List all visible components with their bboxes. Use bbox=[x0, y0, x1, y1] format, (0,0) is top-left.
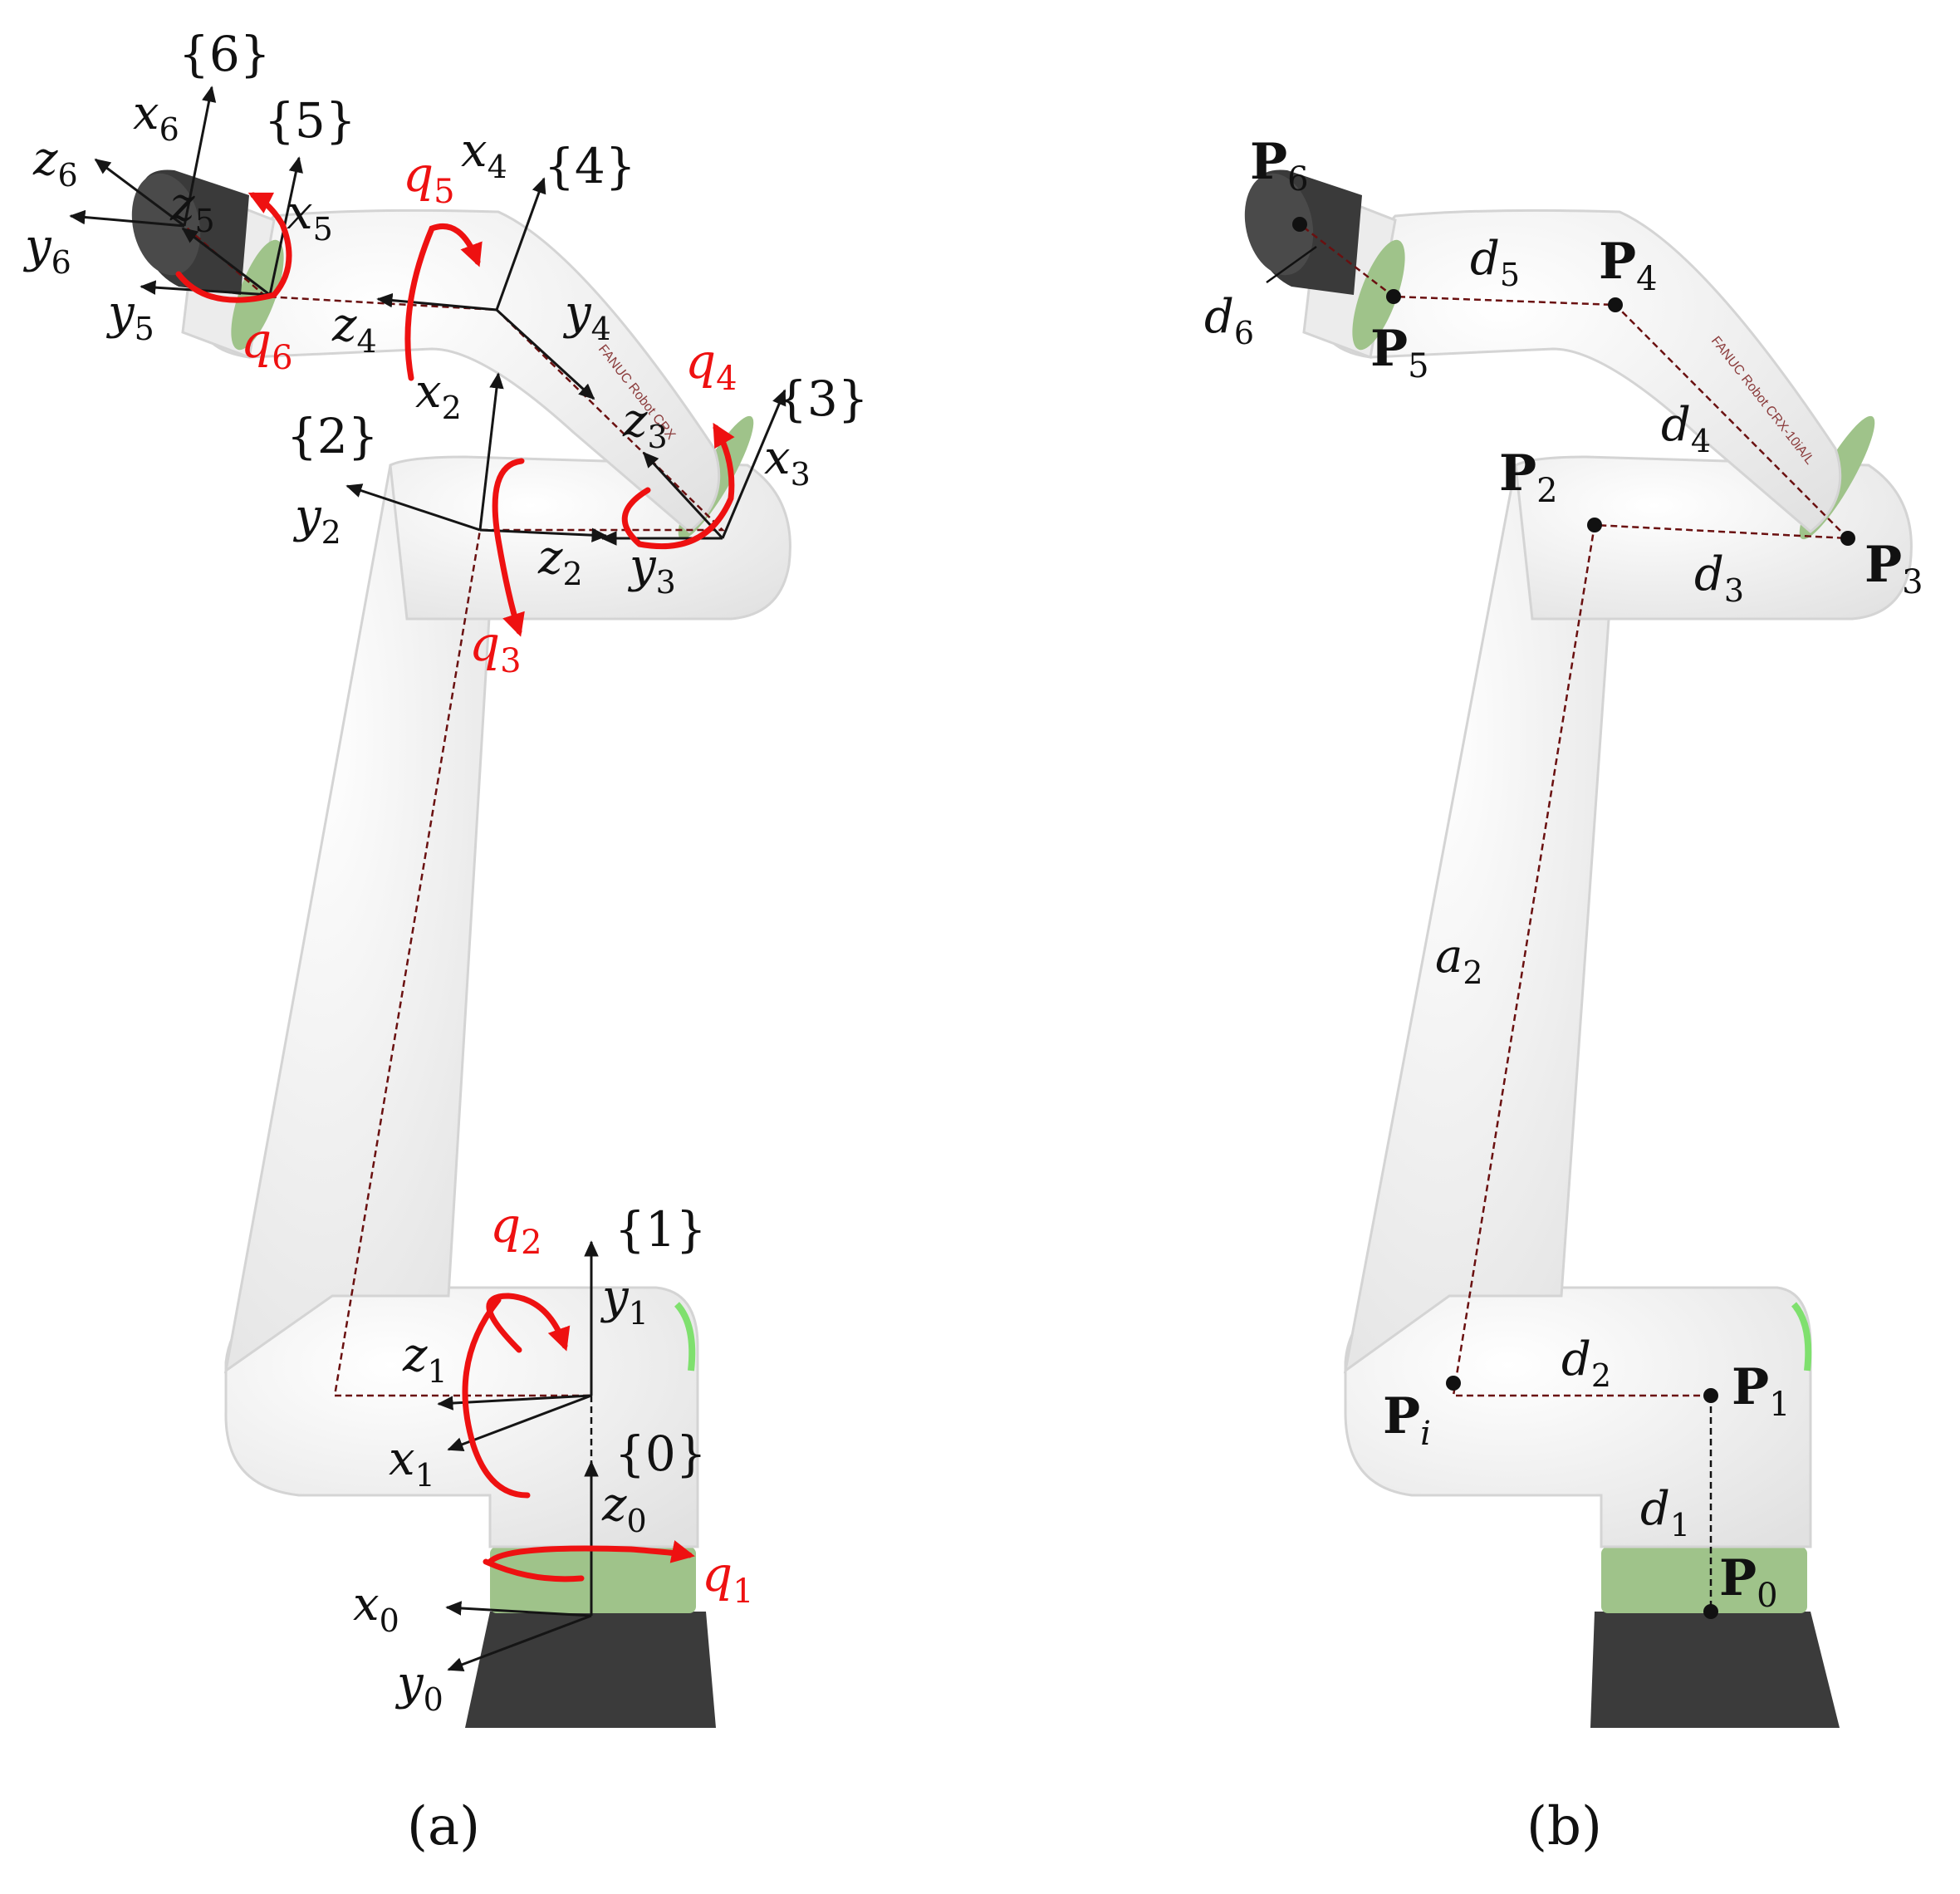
dimension-label-d6: d6 bbox=[1204, 290, 1254, 351]
joint-label-q6: q6 bbox=[241, 312, 293, 377]
axis-label-y2: y2 bbox=[292, 489, 341, 551]
axis-label-z5: z5 bbox=[169, 178, 215, 239]
point-label-p2: P2 bbox=[1499, 444, 1558, 510]
panel-b-robot: FANUC Robot CRX-10iA/L bbox=[1244, 169, 1913, 1728]
robot-base-green bbox=[490, 1547, 696, 1613]
point-p3-dot bbox=[1840, 531, 1855, 546]
dimension-label-d5: d5 bbox=[1470, 232, 1520, 293]
dimension-label-d3: d3 bbox=[1694, 547, 1744, 609]
axis-label-z2: z2 bbox=[537, 531, 583, 592]
point-label-p5: P5 bbox=[1370, 320, 1429, 385]
axis-label-x6: x6 bbox=[133, 86, 179, 148]
axis-label-x5: x5 bbox=[287, 186, 333, 248]
point-label-p1: P1 bbox=[1732, 1358, 1791, 1424]
point-p4-dot bbox=[1608, 297, 1623, 312]
panel-caption-b: (b) bbox=[1526, 1796, 1602, 1857]
joint-label-q4: q4 bbox=[685, 333, 737, 398]
panel-caption-a: (a) bbox=[407, 1796, 480, 1857]
axis-label-x4: x4 bbox=[461, 124, 507, 185]
frame-label-1: {1} bbox=[615, 1201, 707, 1258]
joint-label-q1: q1 bbox=[702, 1546, 754, 1611]
frame-label-0: {0} bbox=[615, 1425, 707, 1482]
axis-label-z3: z3 bbox=[622, 394, 668, 455]
axis-label-z4: z4 bbox=[331, 298, 377, 360]
axis-label-y4: y4 bbox=[562, 286, 611, 347]
point-label-p4: P4 bbox=[1599, 233, 1658, 298]
dimension-label-a2: a2 bbox=[1435, 930, 1483, 991]
axis-label-y1: y1 bbox=[600, 1270, 649, 1332]
point-p0-dot bbox=[1703, 1604, 1718, 1619]
dimension-label-d1: d1 bbox=[1640, 1482, 1690, 1543]
axis-label-z0: z0 bbox=[601, 1478, 647, 1539]
joint-label-q5: q5 bbox=[403, 146, 455, 211]
point-label-pi: Pi bbox=[1383, 1387, 1431, 1453]
panel-b-overlay: P0 P1 Pi P2 P3 P4 P5 P6 d1 d2 a2 d3 d4 d… bbox=[1204, 133, 1923, 1857]
axis-label-z1: z1 bbox=[402, 1328, 448, 1390]
point-p1-dot bbox=[1703, 1388, 1718, 1403]
point-p2-dot bbox=[1587, 518, 1602, 532]
point-p5-dot bbox=[1386, 289, 1401, 304]
axis-label-y0: y0 bbox=[394, 1656, 443, 1718]
point-label-p3: P3 bbox=[1864, 536, 1923, 601]
panel-a-overlay: {0} {1} {2} {3} {4} {5} {6} x0 y0 z0 y1 … bbox=[22, 26, 869, 1857]
point-pi-dot bbox=[1446, 1376, 1461, 1391]
axis-label-y5: y5 bbox=[105, 286, 154, 347]
frame-label-4: {4} bbox=[544, 138, 636, 194]
axis-label-y3: y3 bbox=[627, 539, 676, 601]
point-p6-dot bbox=[1292, 217, 1307, 232]
dimension-label-d4: d4 bbox=[1661, 398, 1711, 459]
frame-label-6: {6} bbox=[179, 26, 271, 82]
joint-label-q3: q3 bbox=[469, 616, 522, 680]
frame-label-2: {2} bbox=[287, 408, 379, 464]
robot-base-dark bbox=[465, 1612, 716, 1728]
dimension-label-d2: d2 bbox=[1561, 1332, 1611, 1394]
point-label-p0: P0 bbox=[1719, 1549, 1778, 1615]
axis-label-x0: x0 bbox=[353, 1578, 399, 1639]
frame-label-3: {3} bbox=[777, 370, 869, 427]
axis-label-z6: z6 bbox=[32, 132, 78, 194]
axis-label-x2: x2 bbox=[415, 365, 462, 426]
axis-label-x1: x1 bbox=[389, 1432, 435, 1494]
frame-label-5: {5} bbox=[264, 92, 356, 149]
axis-label-x3: x3 bbox=[764, 431, 811, 493]
robot-forearm bbox=[197, 209, 721, 533]
axis-label-y6: y6 bbox=[22, 219, 71, 281]
joint-label-q2: q2 bbox=[490, 1197, 542, 1262]
point-label-p6: P6 bbox=[1250, 133, 1309, 199]
